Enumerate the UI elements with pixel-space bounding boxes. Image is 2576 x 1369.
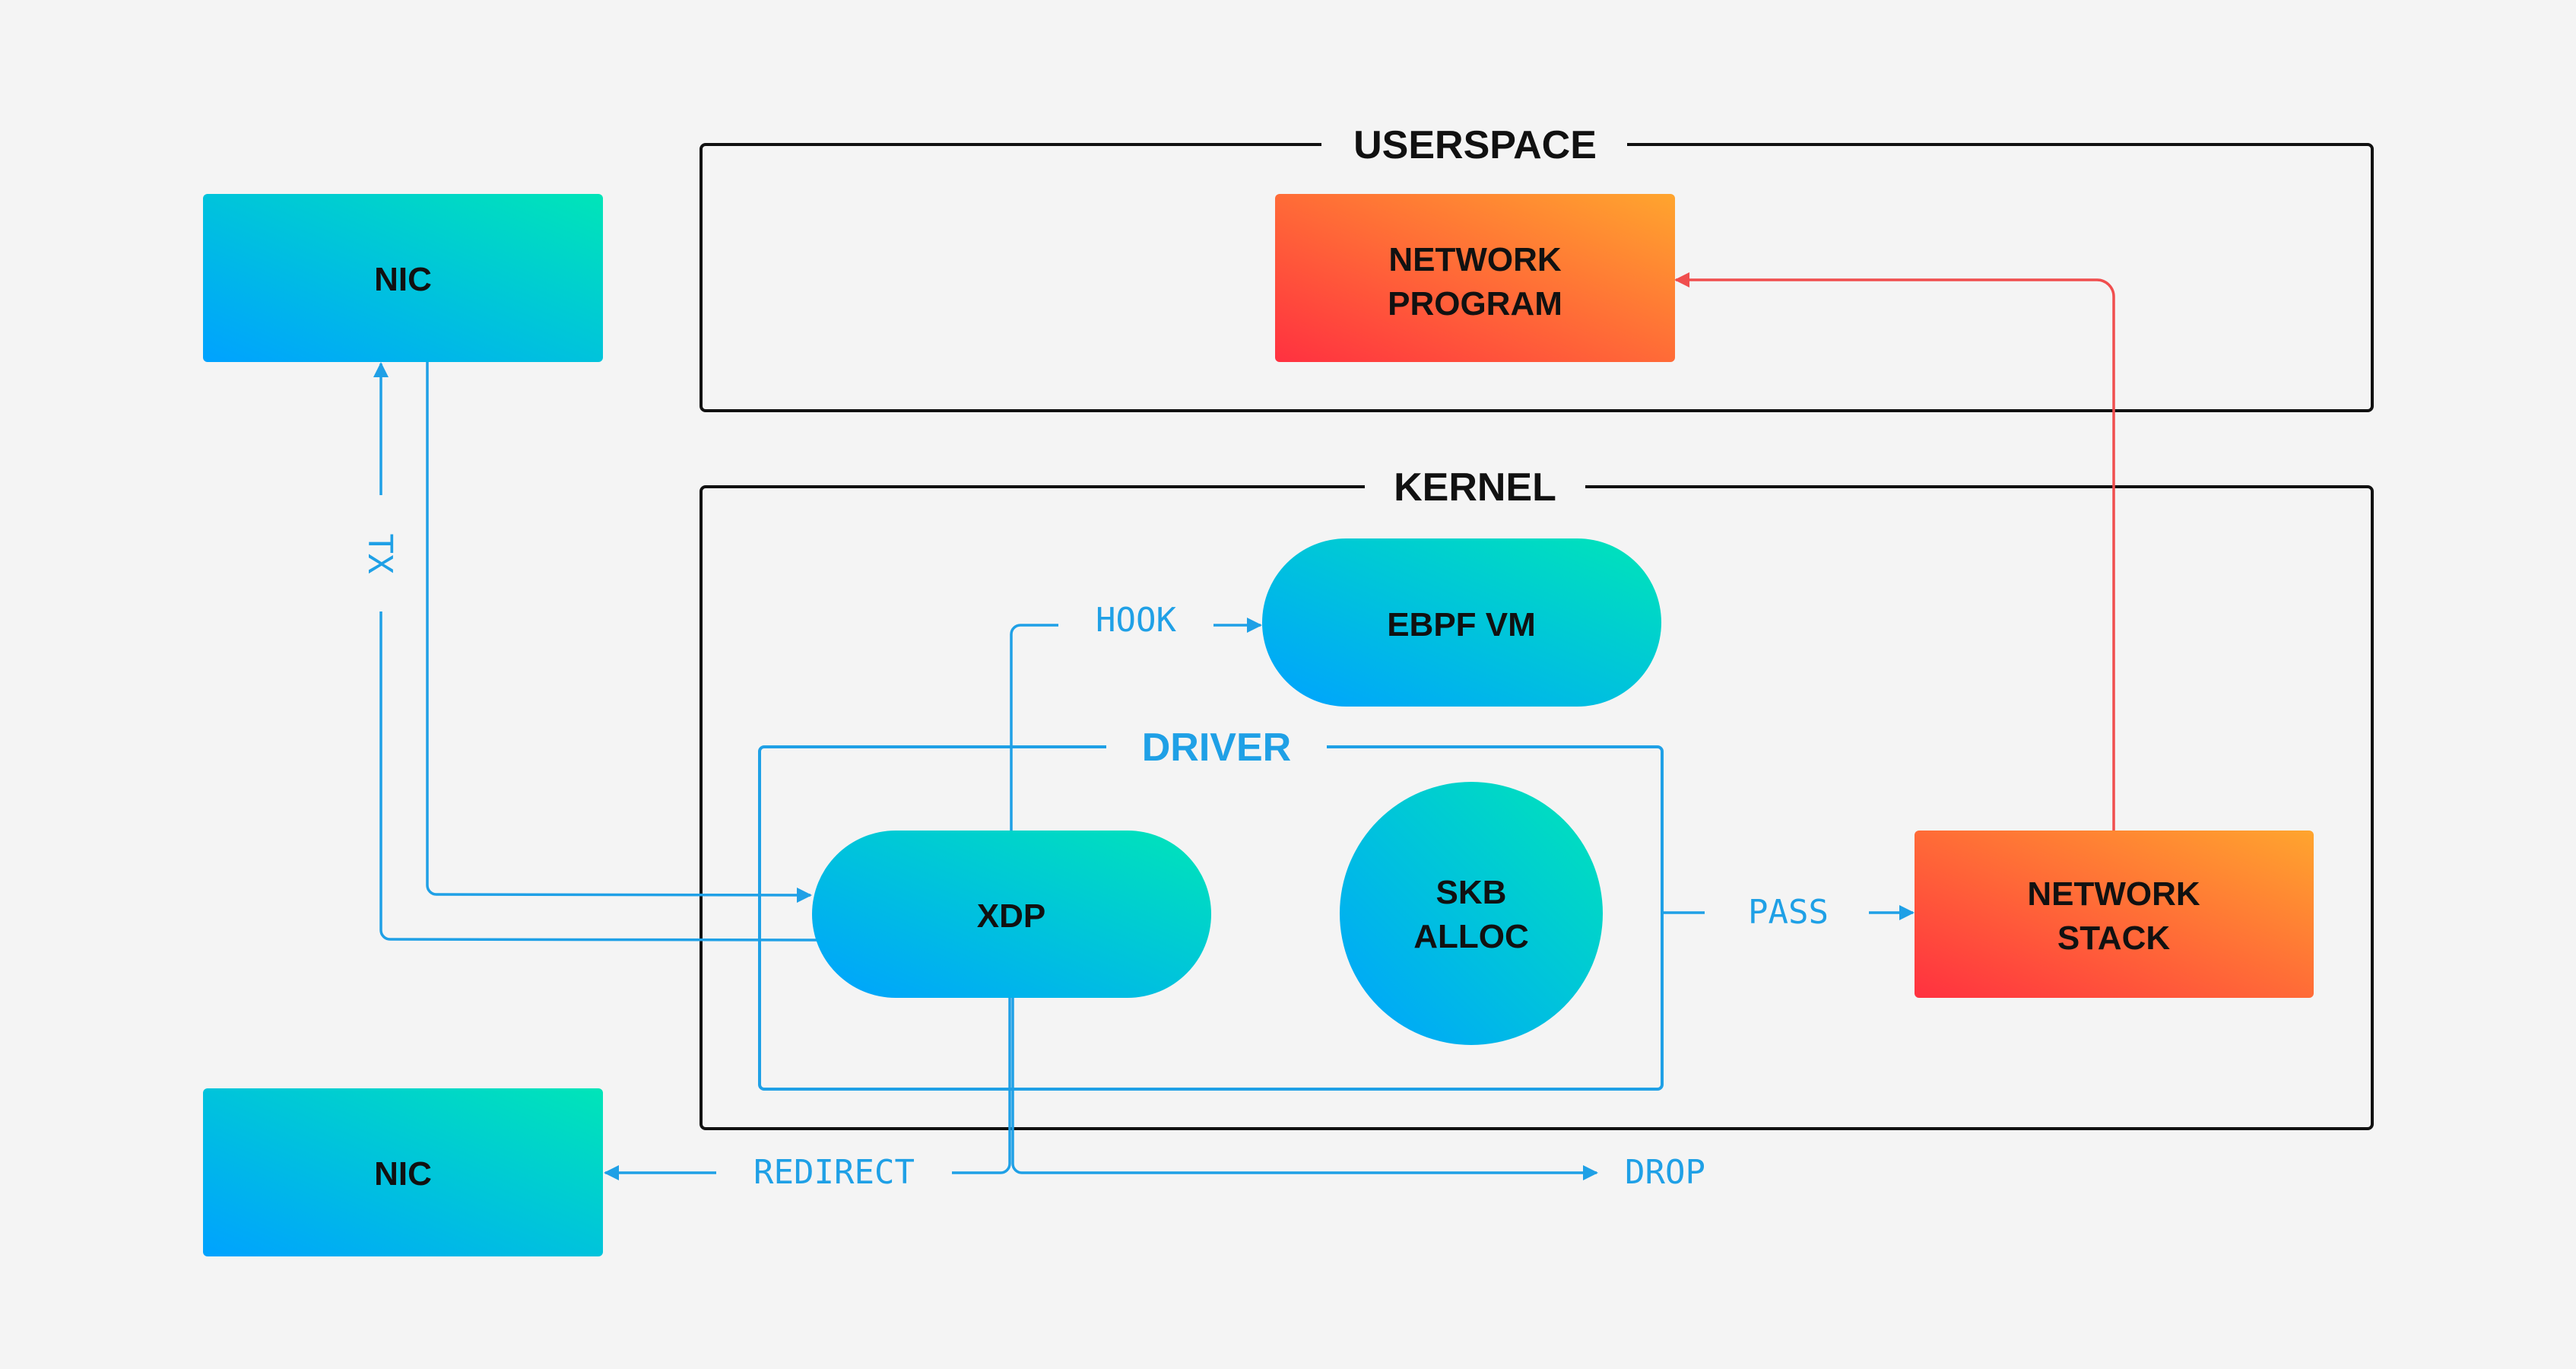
network-stack-node: NETWORK STACK <box>1915 831 2314 998</box>
tx-label: TX <box>360 534 399 574</box>
driver-frame: DRIVER <box>758 726 1664 1091</box>
ebpf-vm-node: EBPF VM <box>1262 538 1661 707</box>
network-program-label-line1: NETWORK <box>1388 241 1562 278</box>
network-stack-label-line2: STACK <box>2057 920 2171 957</box>
pass-label: PASS <box>1748 893 1829 932</box>
hook-edge <box>1010 624 1058 831</box>
nic-bottom-node: NIC <box>203 1088 603 1256</box>
network-program-label-line2: PROGRAM <box>1388 285 1562 322</box>
redirect-label: REDIRECT <box>753 1153 915 1192</box>
tx-edge-lower <box>379 611 818 942</box>
nic-top-label: NIC <box>374 261 432 298</box>
nic-top-node: NIC <box>203 194 603 362</box>
kernel-label: KERNEL <box>1394 465 1556 510</box>
skb-alloc-node: SKB ALLOC <box>1340 782 1603 1045</box>
driver-label: DRIVER <box>1142 726 1291 770</box>
nic-to-xdp-edge <box>426 362 812 903</box>
drop-edge <box>1011 998 1598 1180</box>
userspace-label: USERSPACE <box>1353 123 1597 167</box>
stack-to-program-edge <box>1674 272 2115 831</box>
network-stack-label-line1: NETWORK <box>2027 875 2200 913</box>
hook-label: HOOK <box>1096 601 1176 640</box>
ebpf-vm-label: EBPF VM <box>1387 606 1536 643</box>
drop-label: DROP <box>1625 1153 1705 1192</box>
skb-alloc-label-line2: ALLOC <box>1413 918 1529 955</box>
xdp-node: XDP <box>812 831 1211 998</box>
skb-alloc-label-line1: SKB <box>1436 874 1507 911</box>
kernel-frame: KERNEL <box>700 465 2374 1130</box>
xdp-label: XDP <box>977 897 1045 935</box>
network-program-node: NETWORK PROGRAM <box>1275 194 1675 362</box>
nic-bottom-label: NIC <box>374 1155 432 1193</box>
redirect-edge <box>952 998 1011 1174</box>
userspace-frame: USERSPACE <box>700 123 2374 412</box>
